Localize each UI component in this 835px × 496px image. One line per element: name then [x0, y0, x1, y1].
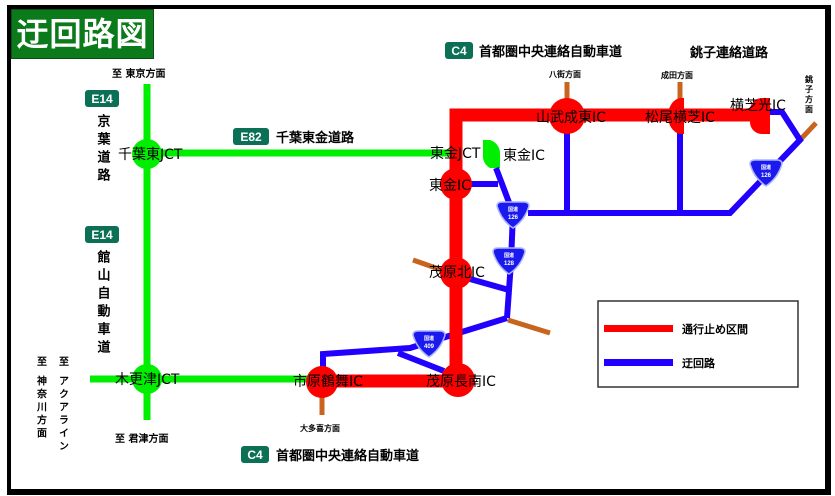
detour-togane-r126 — [493, 166, 517, 319]
route-badge-e14-keiyo — [85, 90, 119, 107]
route-e14-keiyo-name: 京葉道路 — [95, 113, 112, 186]
label-chiba-higashi-jct: 千葉東JCT — [118, 147, 183, 163]
label-sanmu-naruto-ic: 山武成東IC — [536, 110, 606, 126]
label-togane-ic-e82: 東金IC — [503, 148, 545, 164]
shield-top: 国道 — [424, 335, 434, 342]
shield-num: 409 — [424, 344, 435, 350]
label-yokoshiba-hikari-ic: 横芝光IC — [730, 98, 786, 114]
label-ichihara-tsurumai-ic: 市原鶴舞IC — [293, 373, 363, 390]
shield-r409: 国道 409 — [412, 330, 446, 358]
dir-otaki: 大多喜方面 — [300, 423, 340, 433]
dir-aqualine: 至 アクアライン — [57, 356, 69, 454]
ichihara-tsurumai-ic-node[interactable] — [306, 366, 338, 398]
dir-choshi: 銚子方面 — [805, 74, 814, 115]
route-e14-keiyo: E14 京葉道路 — [85, 90, 119, 186]
dir-narita: 成田方面 — [661, 70, 693, 80]
label-togane-jct: 東金JCT — [430, 146, 481, 162]
label-matsuo-yokoshiba-ic: 松尾横芝IC — [645, 110, 715, 126]
shield-r128: 国道 128 — [492, 247, 526, 275]
legend-closed-label: 通行止め区間 — [682, 322, 748, 336]
closed-c4 — [449, 108, 760, 385]
legend: 通行止め区間 迂回路 — [597, 300, 799, 388]
dir-yachimata: 八街方面 — [548, 69, 581, 79]
closed-roads — [323, 108, 760, 388]
branch-409-east — [507, 317, 551, 336]
direction-labels: 至 東京方面 至 君津方面 八街方面 成田方面 大多喜方面 銚子方面 至 神奈川… — [35, 67, 814, 453]
badge-e82-text: E82 — [240, 130, 262, 144]
national-route-shield-icon — [749, 159, 783, 187]
branch-choshi — [798, 121, 818, 142]
sanmu-naruto-ic-node[interactable] — [549, 98, 585, 134]
shield-top: 国道 — [504, 252, 514, 259]
route-badge-c4-bottom — [241, 446, 269, 463]
label-mobara-nagara-ic: 茂原長南IC — [426, 373, 496, 390]
mobara-nagara-ic-node[interactable] — [441, 363, 475, 397]
shield-r126a: 国道 126 — [496, 201, 530, 229]
dir-tokyo: 至 東京方面 — [112, 67, 165, 80]
route-choshi-name: 銚子連絡道路 — [690, 45, 769, 61]
detour-r409 — [320, 315, 508, 376]
shield-num: 126 — [508, 215, 519, 221]
label-togane-ic-c4: 東金IC — [429, 178, 471, 194]
legend-box — [597, 300, 799, 388]
route-badge-c4-top — [445, 42, 473, 59]
national-route-shield-icon — [492, 247, 526, 275]
badge-c4-bottom-text: C4 — [247, 448, 263, 462]
badge-e14-tateyama-text: E14 — [91, 228, 113, 242]
togane-ic-c4-node[interactable] — [440, 168, 472, 200]
detour-r126-east — [528, 109, 804, 216]
chiba-higashi-jct-node[interactable] — [132, 139, 162, 169]
dir-kanagawa: 至 神奈川方面 — [35, 356, 48, 441]
label-mobara-kita-ic: 茂原北IC — [429, 264, 485, 281]
matsuo-yokoshiba-ic-node[interactable] — [667, 98, 684, 134]
mobara-kita-ic-node[interactable] — [440, 257, 472, 289]
route-e14-tateyama: E14 館山自動車道 — [85, 226, 119, 358]
page-title: 迂回路図 — [11, 9, 154, 59]
national-route-shield-icon — [496, 201, 530, 229]
route-c4-top: C4 首都圏中央連絡自動車道 — [445, 42, 622, 60]
shield-r126b: 国道 126 — [749, 159, 783, 187]
route-c4-bottom: C4 首都圏中央連絡自動車道 — [241, 446, 419, 464]
legend-detour-swatch — [604, 359, 673, 366]
route-c4-bottom-name: 首都圏中央連絡自動車道 — [276, 448, 419, 464]
route-labels: C4 首都圏中央連絡自動車道 銚子連絡道路 E82 千葉東金道路 E14 京葉道… — [85, 42, 769, 464]
togane-ic-e82-node[interactable] — [482, 140, 501, 168]
node-labels: 千葉東JCT 木更津JCT 東金JCT 東金IC 東金IC 茂原北IC 茂原長南… — [115, 98, 786, 390]
legend-detour-label: 迂回路 — [682, 356, 716, 370]
dir-kimitsu: 至 君津方面 — [115, 432, 168, 445]
detour-r409-nagara — [396, 350, 446, 374]
route-e82: E82 千葉東金道路 — [233, 128, 355, 146]
shield-num: 128 — [504, 261, 515, 267]
shield-top: 国道 — [508, 206, 518, 213]
shield-num: 126 — [761, 173, 772, 179]
kisarazu-jct-node[interactable] — [132, 364, 162, 394]
route-c4-top-name: 首都圏中央連絡自動車道 — [479, 44, 622, 60]
yokoshiba-hikari-ic-node[interactable] — [750, 98, 770, 134]
national-route-shield-icon — [412, 330, 446, 358]
shield-top: 国道 — [761, 164, 771, 171]
badge-c4-top-text: C4 — [451, 44, 467, 58]
route-badge-e82 — [233, 128, 269, 145]
closed-nodes — [306, 98, 770, 398]
detour-mobara-kita — [469, 276, 510, 293]
route-e82-name: 千葉東金道路 — [276, 130, 355, 146]
route-badge-e14-tateyama — [85, 226, 119, 243]
route-e14-tateyama-name: 館山自動車道 — [95, 249, 111, 358]
badge-e14-keiyo-text: E14 — [91, 92, 113, 106]
label-kisarazu-jct: 木更津JCT — [115, 372, 180, 388]
legend-closed-swatch — [604, 325, 673, 332]
